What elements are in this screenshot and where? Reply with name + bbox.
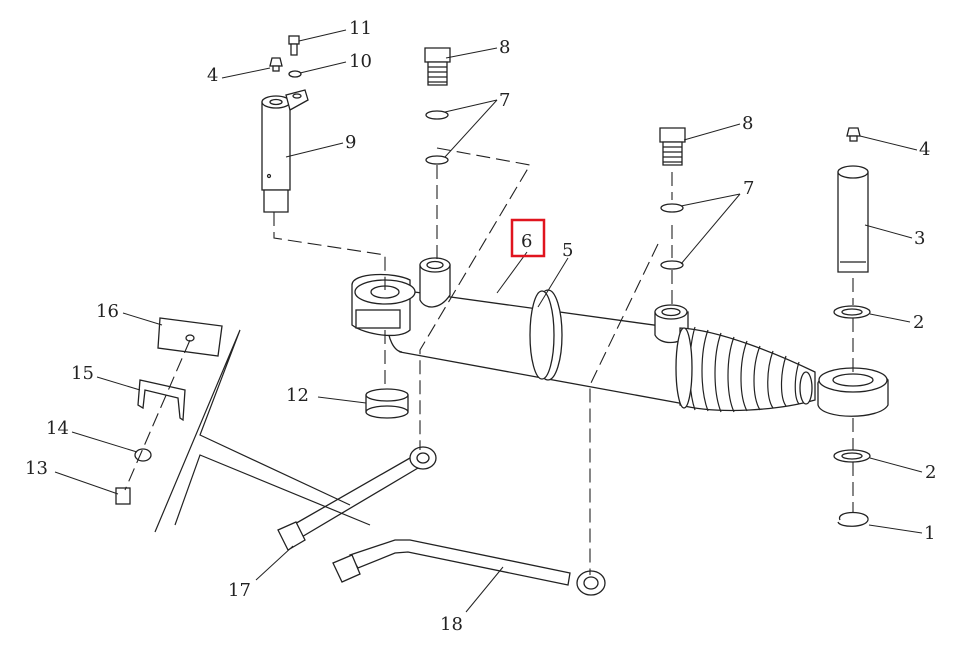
left-clevis [351, 273, 416, 337]
pin-3 [837, 165, 869, 273]
grease-nipple-left [269, 57, 283, 72]
washer-14 [134, 448, 152, 462]
callout-4-right: 4 [919, 139, 930, 160]
callout-15: 15 [71, 363, 94, 384]
callout-14: 14 [46, 418, 69, 439]
leader-lines [54, 29, 923, 613]
rod-eye [817, 367, 889, 417]
bushing-12 [365, 388, 409, 419]
pipe-17 [277, 446, 437, 551]
pin-9 [261, 89, 309, 213]
callout-12: 12 [286, 385, 309, 406]
callout-4-left: 4 [207, 65, 218, 86]
callout-6: 6 [521, 231, 532, 252]
bellows-boot [675, 326, 816, 413]
washer-7d [660, 260, 684, 270]
callout-8-left: 8 [499, 37, 510, 58]
circlip-1 [837, 511, 869, 527]
callout-3: 3 [914, 228, 925, 249]
callout-9: 9 [345, 132, 356, 153]
callout-labels: 1 2 2 3 4 4 5 6 7 7 8 8 9 10 11 12 13 14… [25, 18, 936, 635]
clip-15 [137, 379, 186, 422]
washer-7a [425, 110, 449, 120]
washer-7c [660, 203, 684, 213]
callout-10: 10 [349, 51, 372, 72]
grease-nipple-right [846, 127, 861, 142]
callout-11: 11 [349, 18, 372, 39]
washer-7b [425, 155, 449, 165]
callout-2-bottom: 2 [925, 462, 936, 483]
washer-10 [288, 70, 302, 78]
callout-17: 17 [228, 580, 251, 601]
callout-6-highlight [510, 218, 546, 258]
pipe-18 [332, 539, 606, 596]
assembly-lines [124, 147, 854, 575]
bolt-13 [115, 487, 131, 505]
callout-7-right: 7 [743, 178, 754, 199]
callout-5: 5 [562, 240, 573, 261]
bolt-8-left [424, 47, 451, 86]
callout-8-right: 8 [742, 113, 753, 134]
bolt-11 [288, 35, 300, 56]
callout-18: 18 [440, 614, 463, 635]
callout-16: 16 [96, 301, 119, 322]
callout-7-left: 7 [499, 90, 510, 111]
callout-2-top: 2 [913, 312, 924, 333]
callout-13: 13 [25, 458, 48, 479]
bolt-8-right [659, 127, 686, 166]
callout-1: 1 [924, 523, 935, 544]
port-boss-left [419, 257, 451, 308]
